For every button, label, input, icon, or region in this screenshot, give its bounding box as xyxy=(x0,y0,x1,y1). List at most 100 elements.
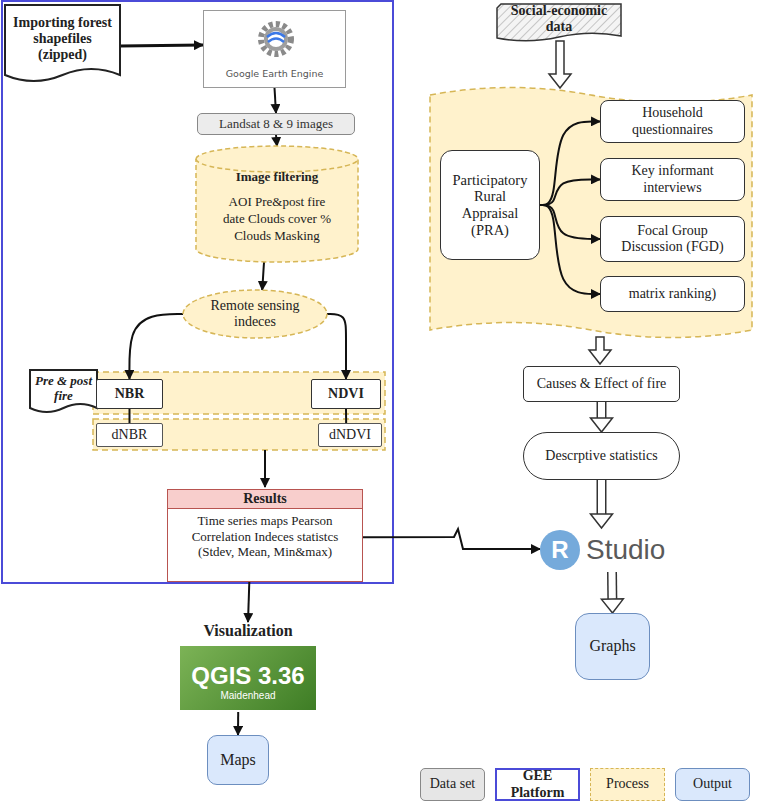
connector-line xyxy=(129,314,183,379)
connector xyxy=(591,480,613,528)
node-label: R xyxy=(540,530,580,570)
arrow-fill xyxy=(609,572,616,600)
gear-hole xyxy=(268,31,284,47)
process-box: Key informant interviews xyxy=(600,158,745,201)
process-cylinder: Image filteringAOI Pre&post fire date Cl… xyxy=(196,146,358,262)
node-body: Maidenhead xyxy=(178,690,318,702)
connector xyxy=(248,582,249,622)
connector-line xyxy=(363,529,540,549)
node-label: Pre & post fire xyxy=(30,374,97,412)
platform-logo: Google Earth Engine xyxy=(203,10,346,88)
node-label: dNBR xyxy=(112,427,148,443)
index-box: dNDVI xyxy=(318,423,382,447)
connector xyxy=(327,314,346,379)
results-box: ResultsTime series maps Pearson Correlat… xyxy=(167,489,363,582)
globe-swoosh xyxy=(267,33,285,42)
hollow-arrow xyxy=(549,41,571,88)
index-box: dNBR xyxy=(96,423,163,447)
connector-line xyxy=(248,582,249,622)
arrow-head xyxy=(591,514,613,528)
node-label: Graphs xyxy=(589,637,635,655)
gee-platform-frame xyxy=(2,1,393,583)
index-box: NBR xyxy=(96,379,163,409)
node-label: Focal Group Discussion (FGD) xyxy=(601,223,744,255)
connector xyxy=(129,314,183,379)
software-logo: RStudio xyxy=(540,528,690,572)
connector xyxy=(591,402,613,432)
connector-line xyxy=(276,135,277,146)
dataset-box: Landsat 8 & 9 images xyxy=(197,113,355,135)
arrow-outline xyxy=(597,480,607,515)
node-label: Household questionnaires xyxy=(601,105,744,137)
connector-line xyxy=(540,205,600,239)
legend-text: GEE Platform xyxy=(497,768,578,800)
connector-line xyxy=(262,262,264,290)
node-label: Image filtering xyxy=(196,170,358,185)
node-label: Google Earth Engine xyxy=(204,69,345,80)
process-box: Focal Group Discussion (FGD) xyxy=(600,216,745,262)
note-document: Pre & post fire xyxy=(30,370,97,416)
index-box: NDVI xyxy=(311,379,381,409)
process-band xyxy=(430,88,752,338)
node-label: matrix ranking) xyxy=(623,286,722,302)
connector xyxy=(540,121,600,205)
node-body: QGIS 3.36 xyxy=(178,662,318,690)
arrow-head xyxy=(591,418,613,432)
connector xyxy=(120,45,203,47)
gear-body xyxy=(264,27,288,51)
process-oval: Descrptive statistics xyxy=(523,432,680,480)
node-label: Descrptive statistics xyxy=(545,448,657,464)
node-body: Studio xyxy=(586,534,665,566)
legend-text: Data set xyxy=(430,776,475,792)
node-label: Importing forest shapefiles (zipped) xyxy=(5,15,120,77)
connector-line xyxy=(237,712,239,735)
connector xyxy=(276,135,277,146)
arrow-outline xyxy=(607,572,617,600)
input-document: Importing forest shapefiles (zipped) xyxy=(5,5,120,87)
cylinder-body xyxy=(196,146,358,262)
legend-text: Process xyxy=(606,776,649,792)
process-box: Causes & Effect of fire xyxy=(523,366,680,402)
node-body: Time series maps Pearson Correlation Ind… xyxy=(168,509,362,560)
connector xyxy=(540,179,600,205)
process-ellipse: Remote sensing indeces xyxy=(183,290,327,338)
connector-line xyxy=(120,44,203,48)
connector xyxy=(129,409,130,423)
legend-text: Output xyxy=(693,776,732,792)
connector xyxy=(238,712,239,735)
output-box: Maps xyxy=(207,735,269,785)
hollow-arrow xyxy=(589,337,611,364)
node-label: Remote sensing indeces xyxy=(183,298,327,330)
node-label: NBR xyxy=(115,386,145,402)
flow-arrow xyxy=(264,450,266,487)
arrow-fill xyxy=(598,480,605,515)
connector xyxy=(540,205,600,239)
node-label: Landsat 8 & 9 images xyxy=(219,117,333,132)
legend-swatch: GEE Platform xyxy=(495,768,580,801)
gear-teeth xyxy=(261,24,291,54)
difference-band xyxy=(93,419,385,450)
node-label: Causes & Effect of fire xyxy=(537,376,667,392)
node-label: Participatory Rural Appraisal (PRA) xyxy=(441,172,539,239)
connector-line xyxy=(129,409,131,423)
document-outline xyxy=(30,370,97,412)
arrow-head xyxy=(601,599,623,613)
process-box: Household questionnaires xyxy=(600,100,745,143)
legend-swatch: Data set xyxy=(420,768,485,801)
connector xyxy=(540,205,600,294)
index-band xyxy=(93,372,385,414)
process-box: matrix ranking) xyxy=(600,276,745,312)
output-box: Graphs xyxy=(575,613,650,680)
gear-logo xyxy=(254,17,298,61)
connector-line xyxy=(540,205,600,294)
legend-swatch: Process xyxy=(590,768,665,801)
connector-line xyxy=(540,121,600,205)
document-outline xyxy=(5,5,120,81)
node-body: AOI Pre&post fire date Clouds cover % Cl… xyxy=(218,194,336,245)
connector xyxy=(363,529,540,549)
node-label: Key informant interviews xyxy=(601,163,744,195)
software-logo: VisualizationQGIS 3.36Maidenhead xyxy=(178,622,318,712)
connector-line xyxy=(540,179,600,205)
node-label: Results xyxy=(168,490,362,509)
